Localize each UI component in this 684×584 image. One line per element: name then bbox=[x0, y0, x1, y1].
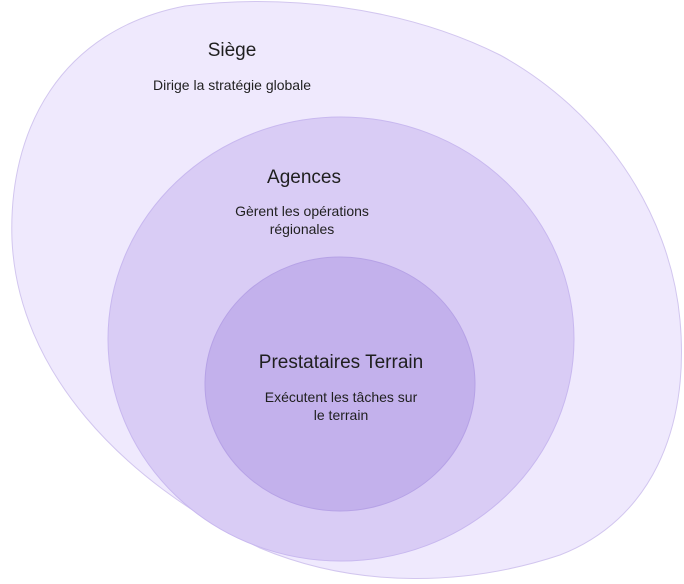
prestataires-title: Prestataires Terrain bbox=[258, 352, 424, 373]
agences-title: Agences bbox=[267, 167, 341, 188]
agences-description-line-1: Gèrent les opérations bbox=[235, 203, 369, 219]
siege-title: Siège bbox=[207, 40, 257, 61]
prestataires-description-line-1: Exécutent les tâches sur bbox=[264, 389, 418, 405]
prestataires-description: Exécutent les tâches sur le terrain bbox=[221, 388, 461, 424]
inner-ellipse-prestataires bbox=[204, 256, 476, 512]
siege-description: Dirige la stratégie globale bbox=[153, 77, 311, 93]
agences-description: Gèrent les opérations régionales bbox=[182, 202, 422, 238]
prestataires-description-line-2: le terrain bbox=[313, 407, 369, 423]
agences-description-line-2: régionales bbox=[269, 221, 335, 237]
